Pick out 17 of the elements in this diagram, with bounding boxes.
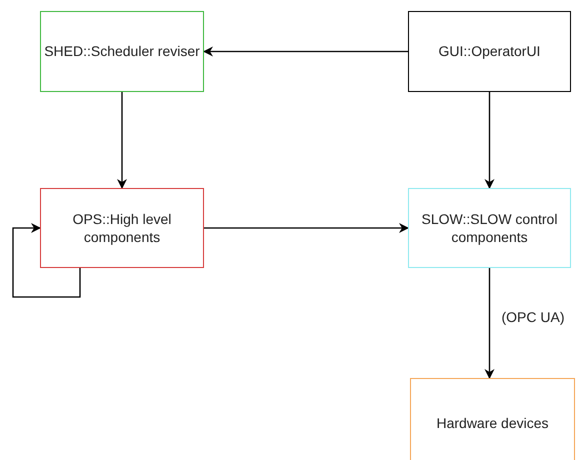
edge-label: (OPC UA) [502,309,564,325]
arrow [484,268,494,379]
component-label: OPS::High level components [72,210,172,246]
arrow [484,92,494,189]
arrow [117,92,127,189]
component-label: SHED::Scheduler reviser [44,42,200,61]
component-label: Hardware devices [436,414,549,432]
arrow [204,223,409,233]
component-box [408,188,571,268]
component-box [408,11,571,92]
component-box [410,378,575,460]
component-label: SLOW::SLOW control components [420,210,558,246]
component-label: GUI::OperatorUI [438,42,540,61]
arrow [203,46,408,56]
component-box [40,11,204,92]
arrow [12,223,81,298]
component-box [40,188,204,268]
